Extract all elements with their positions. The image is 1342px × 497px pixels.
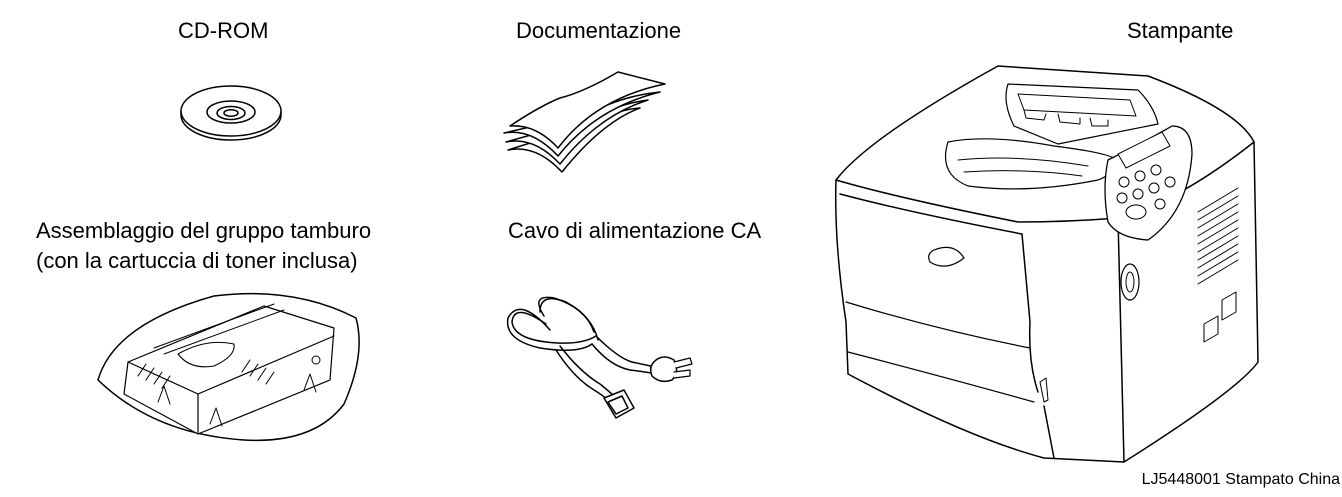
- power-cord-icon: [500, 288, 700, 424]
- document-code: LJ5448001 Stampato China: [1141, 471, 1340, 488]
- documentation-label: Documentazione: [516, 18, 682, 43]
- drum-unit-label-line1: Assemblaggio del gruppo tamburo: [36, 218, 372, 243]
- cd-rom-label: CD-ROM: [178, 18, 269, 43]
- drum-unit-icon: [94, 284, 366, 444]
- booklet-icon: [500, 70, 670, 180]
- printer-label: Stampante: [1127, 18, 1234, 43]
- cd-rom-icon: [178, 80, 284, 142]
- power-cord-label: Cavo di alimentazione CA: [508, 218, 762, 243]
- drum-unit-label-line2: (con la cartuccia di toner inclusa): [36, 248, 358, 273]
- laser-printer-icon: [818, 62, 1258, 462]
